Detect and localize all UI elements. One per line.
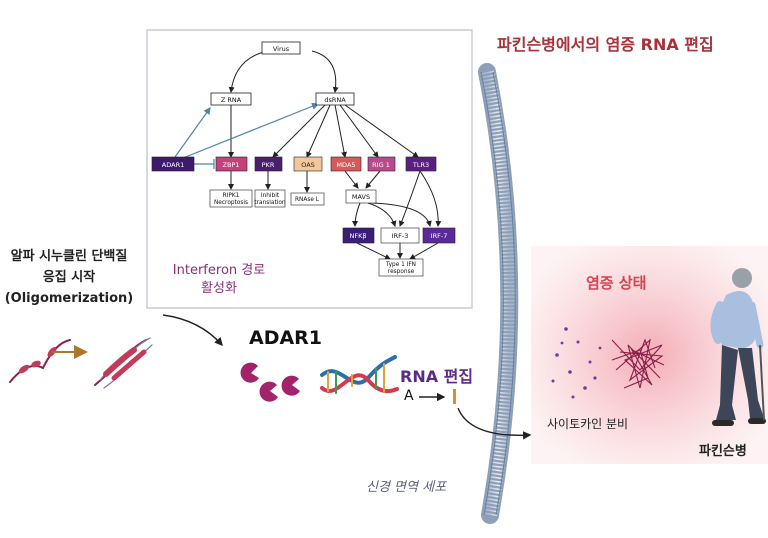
ripk1-node xyxy=(209,189,253,208)
mda5-node xyxy=(330,156,362,172)
rna-helix xyxy=(320,355,399,394)
virus-node xyxy=(261,41,301,55)
page-title: 파킨슨병에서의 염증 RNA 편집 xyxy=(497,35,714,54)
zrna-label: Z RNA xyxy=(221,96,242,104)
adar1-node xyxy=(151,156,195,172)
type1-ifn-node xyxy=(378,258,424,277)
rna-editing-label: RNA 편집 xyxy=(400,367,474,386)
aggregation-line2: 응집 시작 xyxy=(42,270,96,285)
virus-label: Virus xyxy=(273,45,290,53)
nfkb-label: NFKβ xyxy=(349,232,366,240)
alpha-synuclein-monomer xyxy=(9,339,71,383)
ripk1-label-2: Necroptosis xyxy=(214,200,248,206)
dsrna-node xyxy=(315,92,355,106)
pkr-label: PKR xyxy=(262,161,275,169)
aggregation-label: 알파 시누클린 단백질 응집 시작 (Oligomerization) xyxy=(0,246,140,309)
zbp1-node xyxy=(215,156,248,172)
cytokine-label: 사이토카인 분비 xyxy=(547,417,629,431)
tlr3-label: TLR3 xyxy=(412,161,429,169)
adar1-molecules xyxy=(240,362,300,402)
oas-label: OAS xyxy=(301,161,315,169)
mavs-label: MAVS xyxy=(352,193,370,201)
inflammation-label: 염증 상태 xyxy=(586,274,647,292)
inhibit-label-1: Inhibit xyxy=(261,193,280,199)
mavs-node xyxy=(345,189,377,204)
neuro-immune-cell-label: 신경 면역 세포 xyxy=(366,480,447,495)
cell-membrane xyxy=(478,63,519,524)
irf3-node xyxy=(380,227,420,244)
dsrna-label: dsRNA xyxy=(324,96,346,104)
inhibit-label-2: translation xyxy=(254,200,285,206)
parkinson-patient-figure xyxy=(710,268,766,426)
interferon-label: Interferon 경로 활성화 xyxy=(156,262,282,298)
to-inflammation-arrow xyxy=(457,407,532,440)
mda5-label: MDA5 xyxy=(336,161,355,169)
oas-node xyxy=(293,156,323,172)
interferon-label-line2: 활성화 xyxy=(201,281,237,296)
aggregation-line1: 알파 시누클린 단백질 xyxy=(10,249,128,264)
tlr3-node xyxy=(405,156,437,172)
interferon-label-line1: Interferon 경로 xyxy=(172,263,266,278)
zbp1-label: ZBP1 xyxy=(223,161,240,169)
zrna-node xyxy=(210,92,252,106)
adar1-node-label: ADAR1 xyxy=(162,161,184,169)
pathway-edges xyxy=(228,50,442,260)
parkinson-label: 파킨슨병 xyxy=(699,444,747,459)
rnase-node xyxy=(290,192,325,206)
adar1-links xyxy=(174,102,320,169)
to-adar1-arrow xyxy=(162,314,223,347)
fibril-tangle xyxy=(611,338,665,389)
pkr-node xyxy=(254,156,283,172)
type1-label-1: Type 1 IFN xyxy=(385,262,416,268)
a-to-i-from: A xyxy=(404,388,414,404)
irf7-node xyxy=(422,227,456,244)
aggregation-line3: (Oligomerization) xyxy=(4,291,134,306)
adar1-label: ADAR1 xyxy=(249,327,323,349)
type1-label-2: response xyxy=(388,269,415,275)
rig1-node xyxy=(367,156,396,172)
cytokine-dots xyxy=(551,327,602,399)
nfkb-node xyxy=(342,227,375,244)
inosine-mark xyxy=(453,389,456,404)
irf3-label: IRF-3 xyxy=(392,232,409,240)
alpha-synuclein-aggregate xyxy=(94,337,153,389)
inhibit-node xyxy=(254,189,286,208)
irf7-label: IRF-7 xyxy=(431,232,448,240)
ripk1-label-1: RIPK1 xyxy=(223,193,240,199)
rnase-label: RNAse L xyxy=(295,197,320,203)
rig1-label: RIG 1 xyxy=(372,161,390,169)
